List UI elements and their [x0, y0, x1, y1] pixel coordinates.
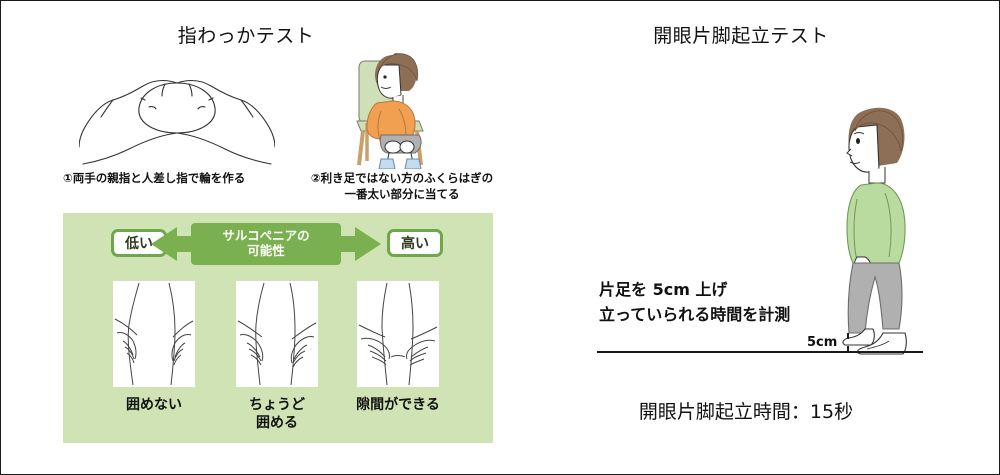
right-section-title: 開眼片脚起立テスト — [653, 25, 829, 47]
measurement-instruction: 片足を 5cm 上げ 立っていられる時間を計測 — [599, 278, 790, 328]
ground-line — [597, 351, 923, 353]
calf-caption-line2: 囲める — [256, 414, 298, 431]
step-2-caption-line1: ②利き足ではない方のふくらはぎの — [310, 171, 494, 185]
seated-person-illustration — [337, 43, 453, 170]
height-measure-label: 5cm — [807, 335, 838, 350]
hands-ring-illustration — [78, 53, 276, 165]
calf-result-card — [113, 281, 195, 387]
step-1-caption: ①両手の親指と人差し指で輪を作る — [63, 171, 246, 185]
calf-result-caption: ちょうど 囲める — [207, 397, 347, 432]
standing-person-illustration — [827, 93, 933, 355]
calf-result-caption: 隙間ができる — [328, 397, 468, 415]
sarcopenia-arrow-banner: サルコペニアの 可能性 — [151, 223, 381, 265]
step-2-caption-line2: 一番太い部分に当てる — [344, 186, 460, 201]
left-section-title: 指わっかテスト — [177, 25, 315, 47]
calf-caption-line1: ちょうど — [249, 397, 305, 413]
calf-caption-line1: 囲めない — [126, 397, 182, 413]
calf-caption-line1: 隙間ができる — [356, 397, 440, 413]
calf-result-card — [236, 281, 318, 387]
step-2-caption: ②利き足ではない方のふくらはぎの 一番太い部分に当てる — [297, 171, 507, 202]
badge-high-risk: 高い — [387, 229, 443, 257]
calf-result-caption: 囲めない — [84, 397, 224, 415]
measure-line-2: 立っていられる時間を計測 — [599, 304, 791, 324]
calf-result-card — [357, 281, 439, 387]
measure-line-1: 片足を 5cm 上げ — [599, 280, 728, 299]
height-tick-dashed-line — [847, 333, 849, 352]
standing-time-result: 開眼片脚起立時間：15秒 — [638, 401, 854, 423]
